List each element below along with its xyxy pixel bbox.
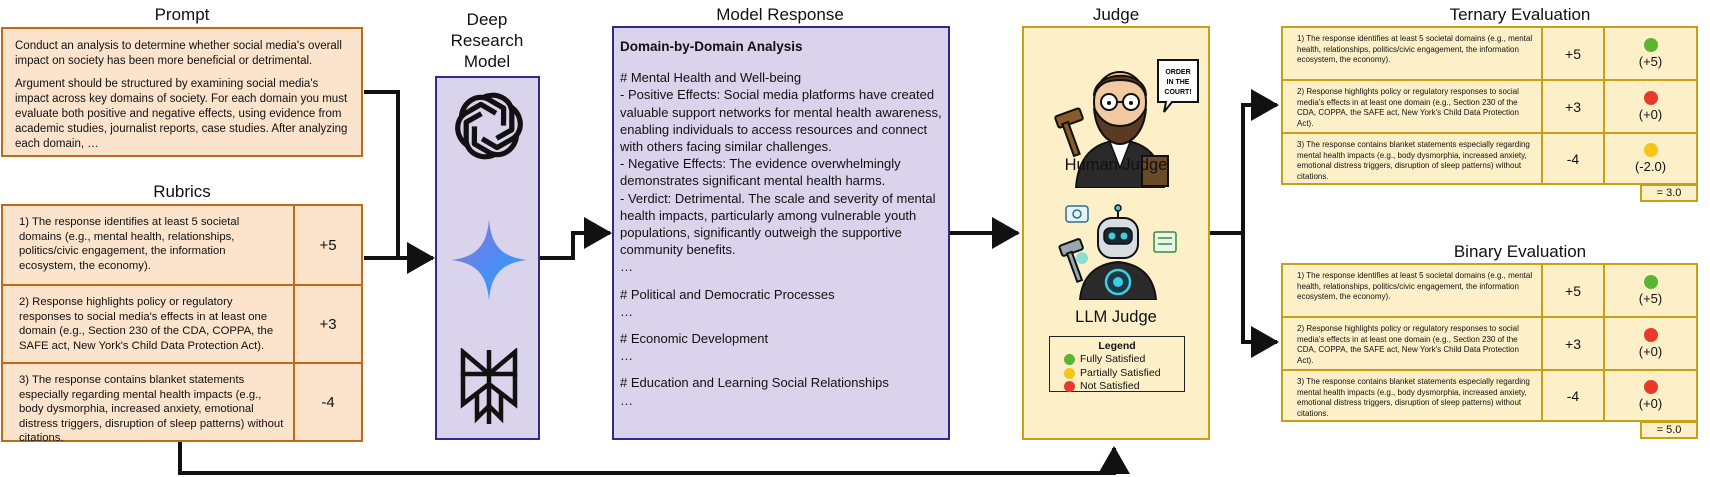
ternary-result: (+5) <box>1638 54 1663 69</box>
binary-result: (+0) <box>1638 344 1663 359</box>
binary-total: = 5.0 <box>1640 421 1698 439</box>
rubric-text: 2) Response highlights policy or regulat… <box>3 286 295 362</box>
rubrics-title: Rubrics <box>153 182 211 201</box>
ternary-row: 2) Response highlights policy or regulat… <box>1283 81 1696 134</box>
binary-criterion: 1) The response identifies at least 5 so… <box>1283 265 1543 316</box>
binary-result: (+5) <box>1638 291 1663 306</box>
legend-label: Not Satisfied <box>1080 380 1140 392</box>
yellow-dot-icon <box>1064 367 1075 379</box>
judge-box: ORDER IN THE COURT! Human Judge <box>1022 26 1210 440</box>
response-section-education: # Education and Learning Social Relation… <box>620 375 889 408</box>
judge-title: Judge <box>1092 5 1140 24</box>
ternary-criterion: 1) The response identifies at least 5 so… <box>1283 28 1543 79</box>
response-title: Model Response <box>716 5 844 24</box>
legend: Legend Fully Satisfied Partially Satisfi… <box>1049 336 1185 394</box>
rubric-score: -4 <box>321 393 335 411</box>
ternary-result: (-2.0) <box>1634 159 1667 174</box>
binary-weight: +5 <box>1543 265 1605 316</box>
binary-criterion: 2) Response highlights policy or regulat… <box>1283 318 1543 369</box>
arrow-judge-to-binary <box>1241 233 1279 358</box>
human-judge-label: Human Judge <box>1064 156 1168 174</box>
binary-criterion: 3) The response contains blanket stateme… <box>1283 371 1543 420</box>
red-dot-icon <box>1643 328 1658 342</box>
legend-item-fully: Fully Satisfied <box>1064 353 1170 367</box>
response-heading: Domain-by-Domain Analysis <box>620 39 803 54</box>
response-section-economic: # Economic Development … <box>620 331 769 364</box>
binary-row: 1) The response identifies at least 5 so… <box>1283 265 1696 318</box>
legend-label: Fully Satisfied <box>1080 353 1146 365</box>
binary-verdict: (+0) <box>1605 371 1696 420</box>
binary-verdict: (+0) <box>1605 318 1696 369</box>
legend-label: Partially Satisfied <box>1080 366 1161 379</box>
ternary-row: 3) The response contains blanket stateme… <box>1283 134 1696 183</box>
rubric-text: 3) The response contains blanket stateme… <box>3 364 295 444</box>
arrow-judge-to-ternary <box>1210 89 1279 235</box>
svg-text:ORDER: ORDER <box>1165 69 1190 76</box>
red-dot-icon <box>1643 380 1658 394</box>
rubric-row: 1) The response identifies at least 5 so… <box>3 206 361 286</box>
rubric-row: 2) Response highlights policy or regulat… <box>3 286 361 364</box>
ternary-weight: +5 <box>1543 28 1605 79</box>
green-dot-icon <box>1643 38 1658 52</box>
ternary-table: 1) The response identifies at least 5 so… <box>1281 26 1698 185</box>
ternary-result: (+0) <box>1638 107 1663 122</box>
prompt-title: Prompt <box>154 5 210 24</box>
prompt-box: Conduct an analysis to determine whether… <box>1 27 363 157</box>
yellow-dot-icon <box>1643 143 1658 157</box>
llm-judge-label: LLM Judge <box>1075 308 1157 326</box>
binary-weight: +3 <box>1543 318 1605 369</box>
model-box <box>435 76 540 440</box>
model-title-line-2: Research <box>450 31 524 50</box>
arrow-rubrics-to-judge <box>178 442 1130 475</box>
ternary-row: 1) The response identifies at least 5 so… <box>1283 28 1696 81</box>
ternary-verdict: (+0) <box>1605 81 1696 132</box>
arrow-model-to-response <box>540 217 612 260</box>
openai-logo-icon <box>451 88 527 164</box>
human-judge-icon: ORDER IN THE COURT! <box>1054 59 1199 188</box>
ternary-weight: -4 <box>1543 134 1605 183</box>
ternary-weight: +3 <box>1543 81 1605 132</box>
red-dot-icon <box>1064 381 1075 393</box>
red-dot-icon <box>1643 91 1658 105</box>
legend-item-partial: Partially Satisfied <box>1064 367 1170 381</box>
ternary-criterion: 3) The response contains blanket stateme… <box>1283 134 1543 183</box>
ternary-verdict: (-2.0) <box>1605 134 1696 183</box>
binary-verdict: (+5) <box>1605 265 1696 316</box>
legend-title: Legend <box>1098 340 1136 352</box>
rubric-score: +5 <box>319 236 337 254</box>
legend-item-not: Not Satisfied <box>1064 380 1170 394</box>
binary-result: (+0) <box>1638 396 1663 411</box>
ternary-title: Ternary Evaluation <box>1449 5 1591 24</box>
perplexity-logo-icon <box>460 348 518 424</box>
binary-table: 1) The response identifies at least 5 so… <box>1281 263 1698 422</box>
rubric-score: +3 <box>319 315 337 333</box>
ternary-criterion: 2) Response highlights policy or regulat… <box>1283 81 1543 132</box>
model-title: Deep Research Model <box>430 9 544 72</box>
response-section-political: # Political and Democratic Processes … <box>620 286 835 319</box>
svg-text:COURT!: COURT! <box>1164 89 1191 96</box>
response-box: Domain-by-Domain Analysis # Mental Healt… <box>612 26 950 440</box>
binary-row: 2) Response highlights policy or regulat… <box>1283 318 1696 371</box>
binary-weight: -4 <box>1543 371 1605 420</box>
ternary-total: = 3.0 <box>1640 184 1698 202</box>
gemini-star-icon <box>451 219 527 301</box>
prompt-paragraph-1: Conduct an analysis to determine whether… <box>15 40 342 67</box>
green-dot-icon <box>1064 354 1075 366</box>
prompt-paragraph-2: Argument should be structured by examini… <box>15 78 348 150</box>
model-title-line-1: Deep <box>466 10 508 29</box>
response-section-mental-health: # Mental Health and Well-being - Positiv… <box>620 70 942 275</box>
green-dot-icon <box>1643 275 1658 289</box>
binary-title: Binary Evaluation <box>1453 242 1587 261</box>
rubric-row: 3) The response contains blanket stateme… <box>3 364 361 444</box>
svg-text:IN THE: IN THE <box>1167 79 1190 86</box>
binary-row: 3) The response contains blanket stateme… <box>1283 371 1696 420</box>
arrow-prompt-to-model <box>364 90 435 274</box>
rubrics-table: 1) The response identifies at least 5 so… <box>1 204 363 444</box>
model-title-line-3: Model <box>463 52 511 71</box>
robot-judge-icon <box>1058 204 1177 300</box>
rubric-text: 1) The response identifies at least 5 so… <box>3 206 295 284</box>
ternary-verdict: (+5) <box>1605 28 1696 79</box>
